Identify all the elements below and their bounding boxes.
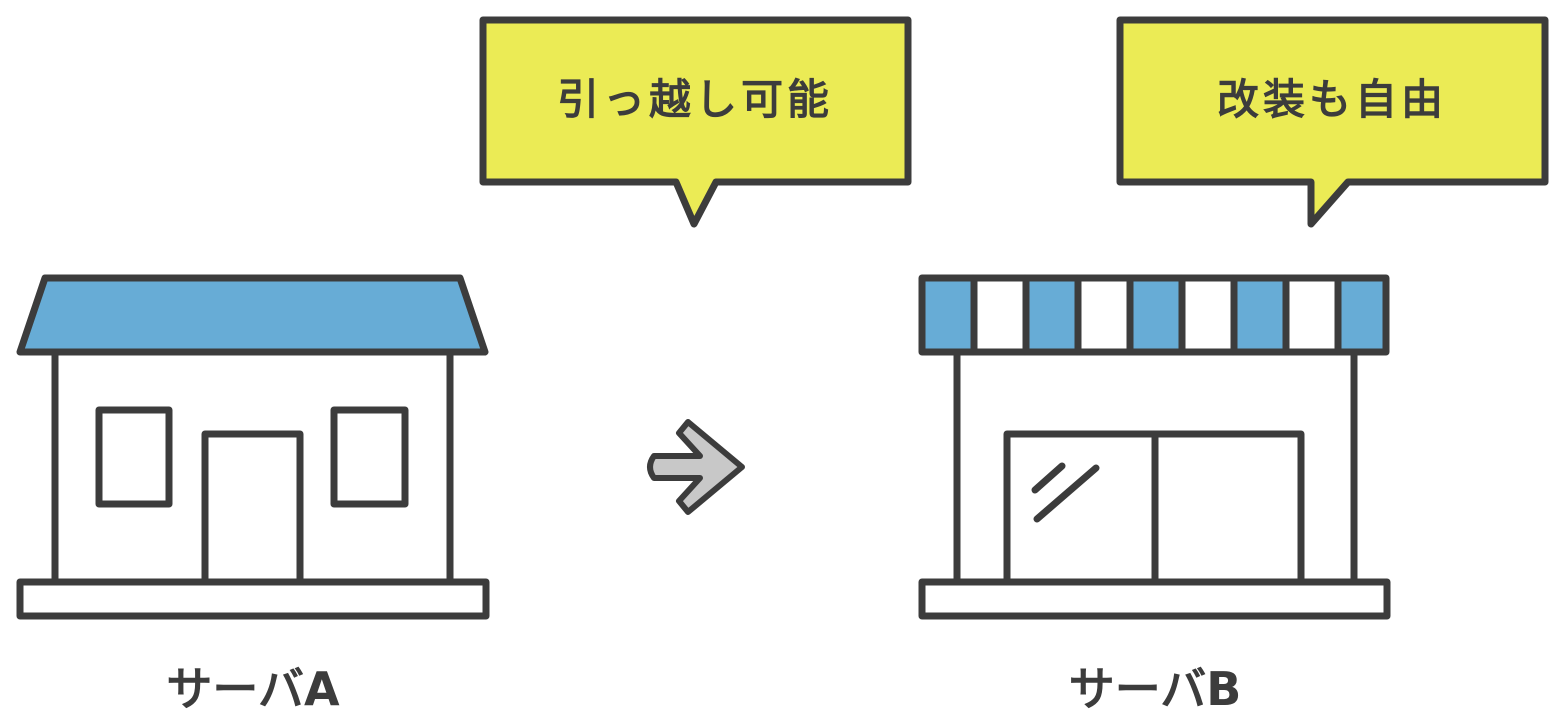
speech-bubble-icon bbox=[479, 16, 912, 228]
bubble-right-text: 改装も自由 bbox=[1217, 75, 1447, 124]
house-window-left bbox=[95, 406, 173, 508]
shop-door-right bbox=[1151, 430, 1305, 586]
server-a-label: サーバA bbox=[166, 662, 340, 716]
glass-reflection bbox=[1033, 464, 1100, 523]
speech-bubble-left bbox=[479, 16, 912, 228]
house-window-right bbox=[330, 406, 409, 508]
speech-bubble-icon bbox=[1116, 16, 1549, 228]
house-door bbox=[201, 430, 304, 586]
glass-reflection bbox=[1031, 462, 1066, 494]
shop-icon bbox=[918, 274, 1391, 620]
speech-bubble-right bbox=[1116, 16, 1549, 228]
shop-awning bbox=[918, 274, 1390, 356]
shop-door-left bbox=[1003, 430, 1159, 586]
house-roof bbox=[16, 274, 489, 356]
arrow-right-icon bbox=[647, 419, 745, 515]
server-b-label: サーバB bbox=[1069, 662, 1242, 716]
house-icon bbox=[16, 274, 490, 620]
bubble-left-text: 引っ越し可能 bbox=[557, 75, 833, 124]
house-base bbox=[16, 578, 490, 620]
shop-base bbox=[918, 578, 1391, 620]
